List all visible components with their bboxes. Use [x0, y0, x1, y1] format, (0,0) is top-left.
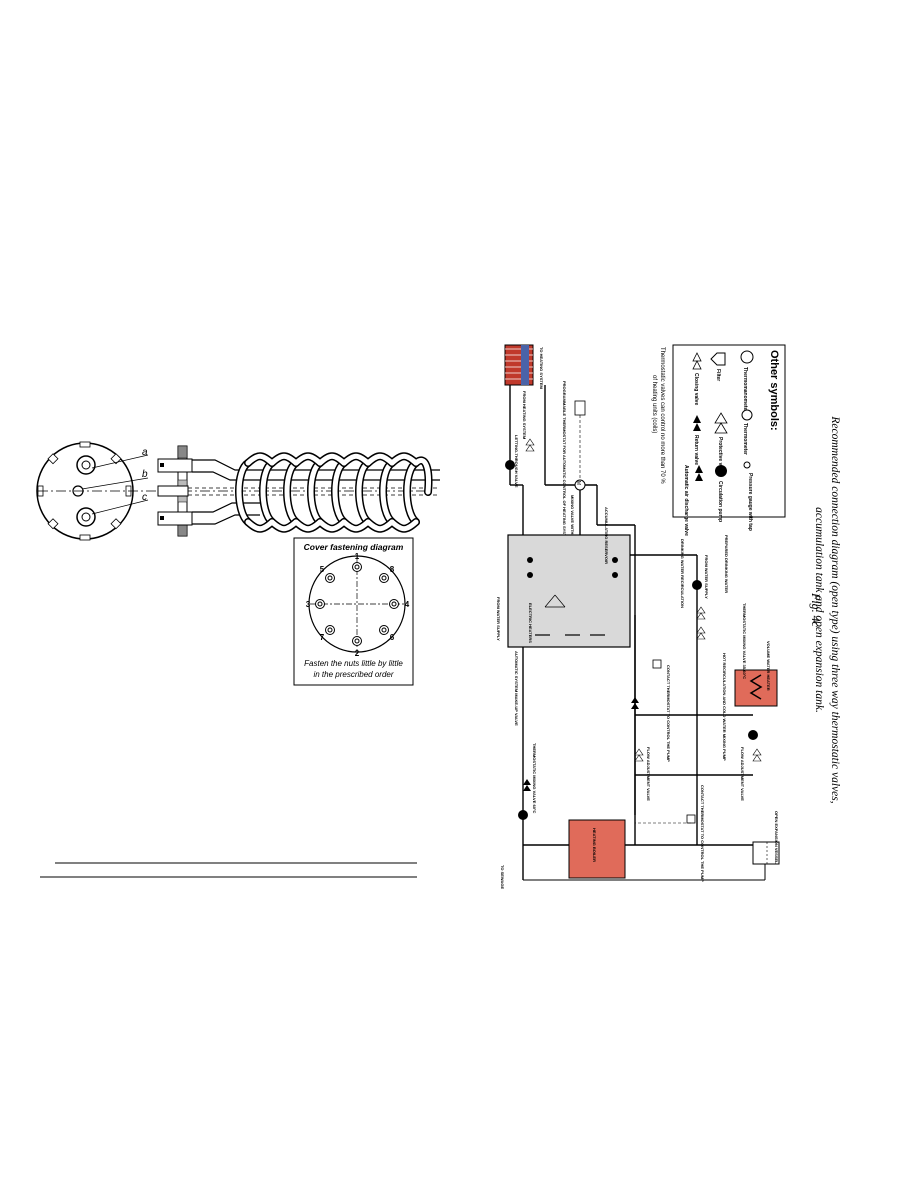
cover-diagram-title: Cover fastening diagram	[304, 542, 404, 552]
open-expansion-vessel	[752, 841, 780, 865]
label-thermostatic-60: THERMOSTATIC MIXING VALVE 60°C	[532, 743, 537, 814]
connection-scheme: Other symbols: Thermomanometer Thermomet…	[496, 344, 786, 889]
label-from-water-supply: FROM WATER SUPPLY	[496, 597, 501, 641]
caption-line1: Recommended connection diagram (open typ…	[829, 415, 841, 803]
bolt-number-5: 5	[320, 565, 325, 574]
label-open-expansion: OPEN EXPANSION VESSEL	[774, 811, 779, 864]
legend-filter: Filter	[715, 369, 721, 381]
legend-thermometer: Thermometer	[742, 423, 748, 455]
bolt-number-6: 6	[390, 633, 395, 642]
circulation-pump-boiler	[518, 810, 528, 820]
label-electric-heaters: ELECTRIC HEATERS	[528, 603, 533, 643]
note-line2: of heating units (coils)	[651, 375, 657, 433]
air-discharge-valve-icon	[695, 465, 703, 481]
label-to-heating-system: TO HEATING SYSTEM	[539, 347, 544, 390]
contact-thermostat-1	[652, 659, 662, 669]
thermostatic-mixing-valve-60	[523, 779, 531, 791]
legend-return-valve: Return valve	[693, 435, 699, 465]
label-mixing-valve: MIXING VALVE WITH ELECTRIC GEAR	[570, 495, 575, 568]
label-hot-recirculation: HOT RECIRCULATION AND COLD WATER MIXING …	[722, 653, 727, 761]
cover-caption-line2: in the prescribed order	[313, 670, 393, 679]
circulation-pump-icon	[715, 465, 727, 477]
circulation-pump-heating	[505, 460, 515, 470]
label-from-heating-system: FROM HEATING SYSTEM	[522, 391, 527, 440]
legend-protective-valve: Protective valve	[717, 437, 723, 475]
heating-boiler	[568, 819, 626, 879]
legend-thermomanometer: Thermomanometer	[742, 367, 748, 412]
thermometer-icon	[741, 409, 753, 421]
accumulating-reservoir	[507, 534, 631, 648]
bolt-number-8: 8	[390, 565, 395, 574]
pressure-gauge-icon	[743, 461, 751, 469]
caption-fig-label: Fig. 4c	[809, 592, 823, 628]
radiator-stripe	[521, 345, 529, 385]
label-volume-heater: VOLUME WATER HEATER	[766, 641, 771, 691]
label-c: c	[142, 492, 147, 503]
legend-air-discharge: Automatic air discharge valve	[683, 465, 689, 536]
bolt-number-1: 1	[355, 552, 360, 561]
cover-caption-line1: Fasten the nuts little by little	[304, 659, 403, 668]
symbols-legend: Other symbols: Thermomanometer Thermomet…	[672, 344, 786, 536]
coil-drawing: a b c	[36, 441, 440, 541]
label-auto-make-up: AUTOMATIC SYSTEM MAKE-UP VALVE	[514, 651, 519, 726]
label-contact-thermostat-1: CONTACT THERMOSTAT TO CONTROL THE PUMP	[666, 665, 671, 762]
label-thermostatic-mixing: THERMOSTATIC MIXING VALVE 35-60°C	[742, 603, 747, 679]
filter-icon	[710, 352, 726, 366]
label-letting-valve: LETTING-THROUGH VALVE	[514, 435, 519, 488]
circulation-pump-drinking	[692, 580, 702, 590]
label-to-sewage: TO SEWAGE	[500, 865, 505, 889]
label-a: a	[142, 447, 148, 458]
note-line1: Thermostatic valves can control no more …	[659, 347, 665, 484]
cover-fastening-diagram: Cover fastening diagram 1 2 3 4 5 6 7 8 …	[293, 537, 414, 686]
bolt-number-2: 2	[355, 649, 360, 658]
legend-circulation-pump: Circulation pump	[717, 481, 723, 522]
label-drinking-recirculation: DRINKING WATER RECIRCULATION	[680, 539, 685, 608]
closing-valve-icon	[692, 352, 702, 370]
flow-adjustment-valve-1	[752, 748, 762, 762]
bolt-number-4: 4	[405, 600, 410, 609]
label-accumulating: ACCUMULATING RESERVOIR	[604, 507, 609, 564]
label-b: b	[142, 469, 148, 480]
label-heating-boiler: HEATING BOILER	[592, 828, 597, 862]
protective-valve-icon	[714, 412, 728, 434]
svg-text:M: M	[575, 481, 581, 485]
letting-through-valve	[525, 438, 535, 452]
contact-thermostat-2	[686, 814, 696, 824]
label-flow-adj-2: FLOW ADJUSTMENT VALVE	[646, 747, 651, 801]
flow-adjustment-valve-2	[634, 748, 644, 762]
label-from-water-supply-2: FROM WATER SUPPLY	[704, 555, 709, 599]
label-contact-thermostat-2: CONTACT THERMOSTAT TO CONTROL THE PUMP	[700, 785, 705, 882]
bolt-number-7: 7	[320, 633, 325, 642]
volume-water-heater	[734, 669, 778, 707]
figure-caption: Fig. 4c	[809, 592, 823, 628]
label-programmable: PROGRAMMABLE THERMOSTAT FOR AUTOMATIC CO…	[562, 381, 567, 543]
label-flow-adj-1: FLOW ADJUSTMENT VALVE	[740, 747, 745, 801]
figure-caption-lines: Recommended connection diagram (open typ…	[813, 415, 841, 803]
bolt-number-3: 3	[306, 600, 311, 609]
legend-title: Other symbols:	[768, 350, 780, 431]
circulation-pump-heater	[748, 730, 758, 740]
caption-line2: accumulation tank and open expansion tan…	[813, 507, 825, 713]
thermomanometer-icon	[740, 350, 754, 364]
label-prepared-water: PREPARED DRINKING WATER	[724, 535, 729, 593]
programmable-thermostat	[574, 400, 586, 416]
legend-pressure-gauge: Pressure gauge with tap	[747, 473, 753, 531]
legend-frame	[672, 344, 786, 518]
legend-closing-valve: Closing valve	[693, 373, 699, 405]
return-valve-icon	[693, 415, 701, 431]
heating-system-panel: FROM HEATING SYSTEM TO HEATING SYSTEM	[504, 344, 544, 440]
mixing-valve-electric	[574, 479, 586, 491]
